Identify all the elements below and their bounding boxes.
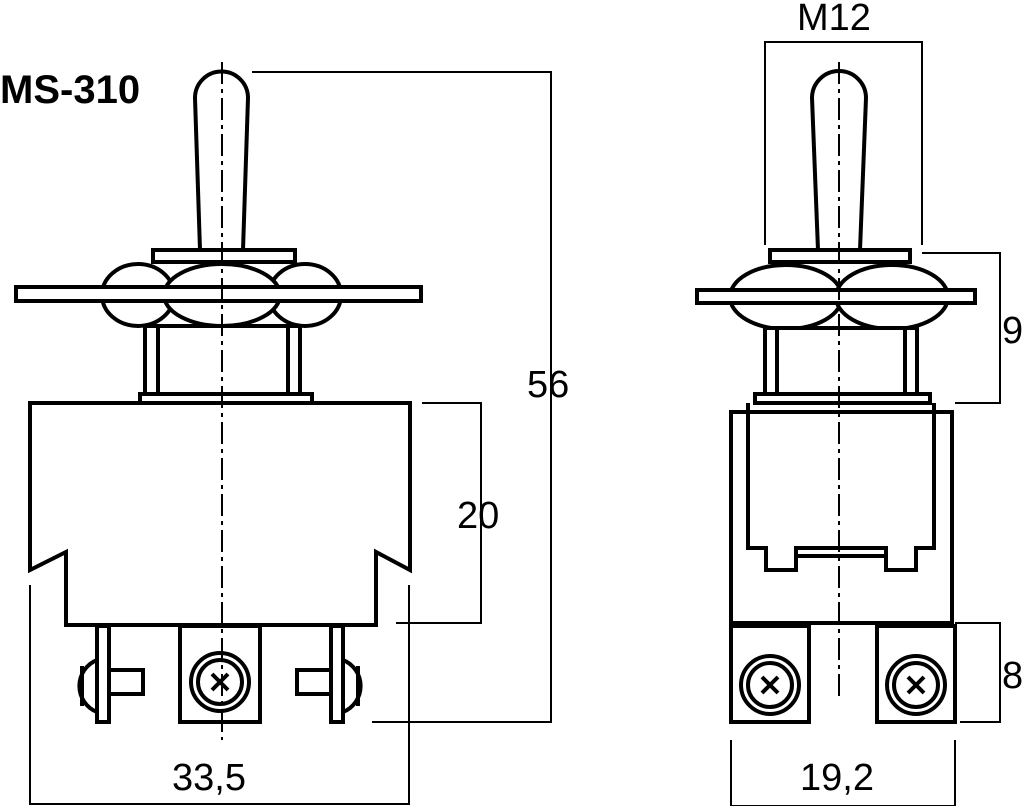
side-body — [729, 410, 954, 625]
front-body-dimension-line — [396, 402, 482, 624]
model-label: MS-310 — [0, 68, 140, 112]
front-body — [28, 401, 412, 627]
side-width-label: 19,2 — [800, 757, 874, 799]
front-toggle-lever — [192, 69, 251, 252]
side-mounting-plate — [695, 288, 977, 305]
side-view — [695, 41, 1001, 806]
side-thread-label: M12 — [797, 0, 871, 39]
front-terminal-right-screw-shaft — [295, 668, 333, 696]
side-bushing — [763, 326, 919, 396]
front-view — [14, 62, 552, 805]
side-terminal-height-label: 8 — [1002, 655, 1023, 697]
side-toggle-lever — [809, 69, 869, 252]
front-body-height-label: 20 — [457, 495, 499, 537]
side-bushing-height-label: 9 — [1002, 310, 1023, 352]
front-top-washer — [151, 248, 297, 264]
front-terminal-left-screw-shaft — [107, 668, 145, 696]
side-terminal-right-screw — [885, 654, 947, 716]
side-terminal-left-screw — [739, 654, 801, 716]
side-body-housing — [746, 403, 936, 572]
side-width-dimension-line — [730, 740, 956, 806]
side-terminal-dimension-line — [955, 622, 1001, 723]
front-height-dimension-line — [252, 71, 552, 723]
side-thread-dimension-line — [764, 41, 923, 245]
side-bushing-base — [753, 392, 932, 405]
front-width-label: 33,5 — [172, 757, 246, 799]
front-terminal-center-screw — [189, 651, 251, 713]
side-bushing-dimension-line — [922, 252, 1001, 404]
front-height-label: 56 — [527, 364, 569, 406]
front-width-dimension-line — [29, 585, 410, 805]
front-mounting-plate — [14, 285, 423, 303]
